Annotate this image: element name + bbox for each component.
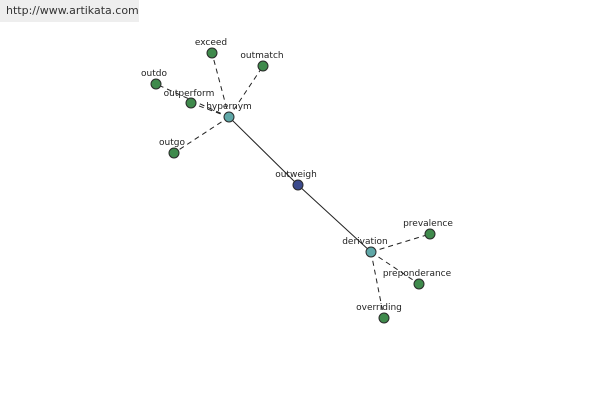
node-preponderance[interactable] [413,278,425,290]
label-outweigh: outweigh [275,170,317,180]
site-url[interactable]: http://www.artikata.com [6,4,139,17]
node-outweigh[interactable] [292,179,304,191]
edge-center-derivation [297,184,372,253]
node-exceed[interactable] [206,47,218,59]
node-outperform[interactable] [185,97,197,109]
label-exceed: exceed [195,38,227,48]
node-derivation[interactable] [365,246,377,258]
edge-derivation-overriding [370,251,385,319]
label-overriding: overriding [356,303,402,313]
node-outdo[interactable] [150,78,162,90]
label-hypernym: hypernym [206,102,252,112]
label-outperform: outperform [164,89,215,99]
node-prevalence[interactable] [424,228,436,240]
label-prevalence: prevalence [403,219,453,229]
label-outmatch: outmatch [240,51,283,61]
edge-hypernym-exceed [211,52,230,118]
edge-hypernym-outperform [190,102,230,118]
edge-derivation-preponderance [370,251,420,285]
label-derivation: derivation [342,237,388,247]
label-preponderance: preponderance [383,269,452,279]
edge-center-hypernym [228,116,299,186]
node-overriding[interactable] [378,312,390,324]
node-outmatch[interactable] [257,60,269,72]
site-banner: http://www.artikata.com [0,0,139,22]
label-outdo: outdo [141,69,167,79]
edge-hypernym-outgo [173,116,230,154]
label-outgo: outgo [159,138,185,148]
edge-derivation-prevalence [370,233,431,253]
node-outgo[interactable] [168,147,180,159]
edge-hypernym-outmatch [228,65,264,118]
node-hypernym[interactable] [223,111,235,123]
